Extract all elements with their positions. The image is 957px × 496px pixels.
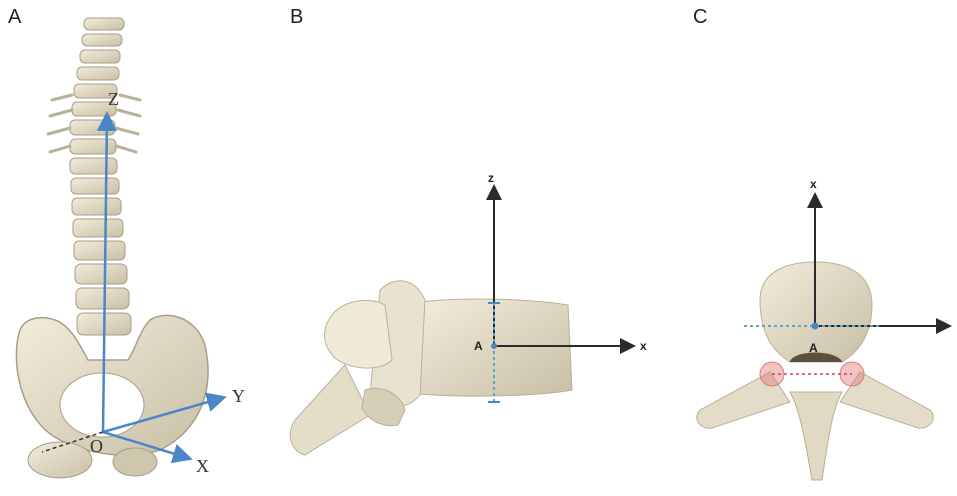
x-axis-label: X [196, 456, 209, 476]
point-a-marker [491, 343, 497, 349]
x-axis-label-c: x [810, 177, 817, 191]
z-axis-label: Z [108, 89, 119, 109]
y-axis-label: Y [232, 386, 245, 406]
point-a-label-c: A [809, 341, 818, 355]
point-a-marker-c [812, 323, 819, 330]
vertebral-column [48, 18, 140, 335]
origin-label: O [90, 436, 103, 456]
x-axis-label-b: x [640, 339, 647, 353]
vertebra-lateral-illustration [290, 281, 572, 455]
pelvis [16, 315, 208, 478]
point-a-label-b: A [474, 339, 483, 353]
z-axis-label-b: z [488, 171, 494, 185]
